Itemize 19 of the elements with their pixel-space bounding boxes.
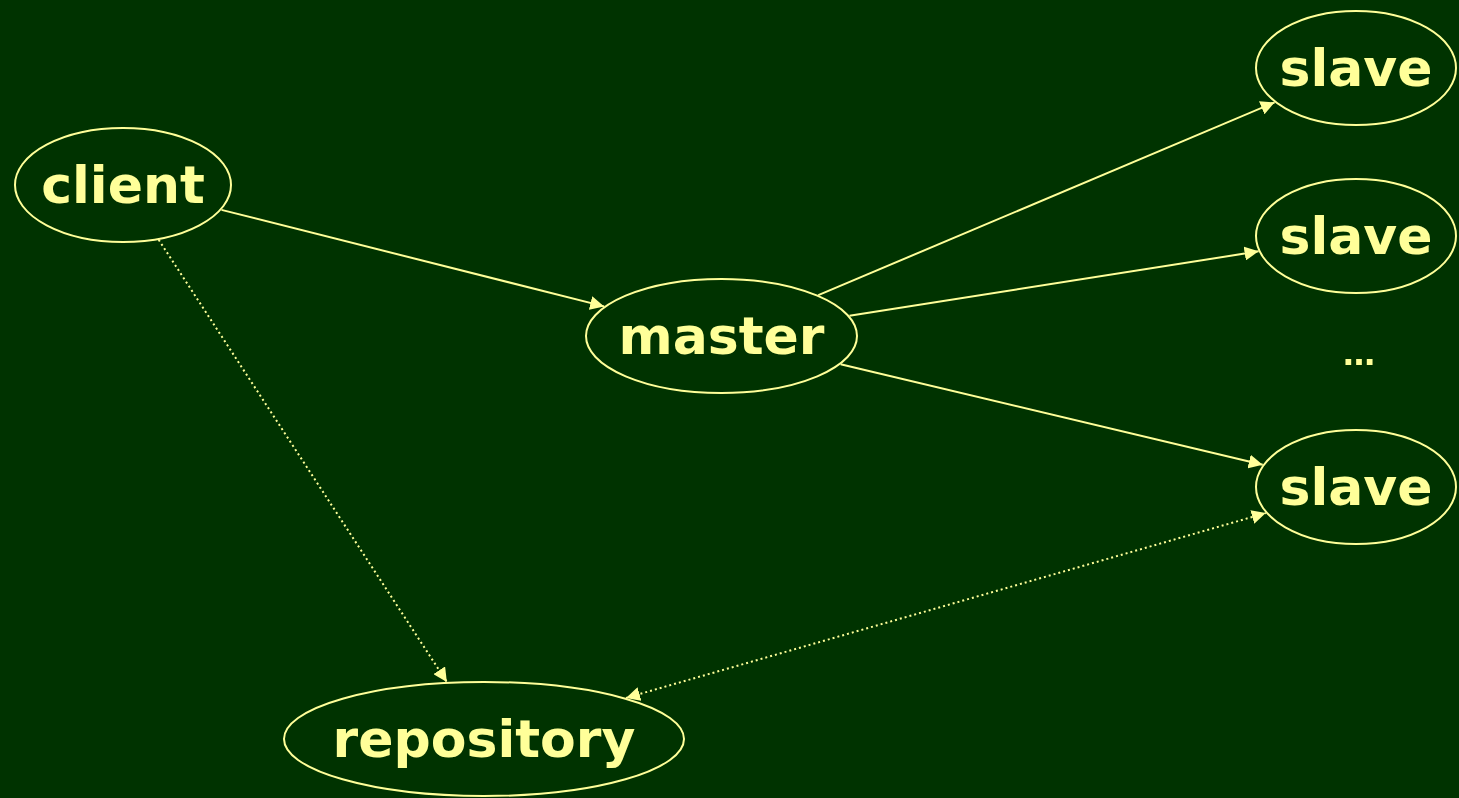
arrow: [848, 246, 1260, 317]
ellipse-node: [1255, 178, 1457, 294]
node-label: master: [618, 306, 825, 366]
ellipse-node: [1255, 429, 1457, 545]
arrow: [839, 363, 1264, 469]
arrow: [817, 101, 1276, 297]
ellipse-node: [1255, 10, 1457, 126]
ellipse-node: [283, 681, 685, 797]
ellipse-node: [14, 127, 232, 243]
node-label: slave: [1279, 206, 1433, 266]
node-label: slave: [1279, 457, 1433, 517]
node-label: client: [41, 155, 205, 215]
ellipse-node: [585, 278, 858, 394]
ellipsis-label: …: [1343, 335, 1375, 373]
arrow: [157, 238, 448, 683]
arrow: [220, 208, 606, 310]
node-label: slave: [1279, 38, 1433, 98]
node-label: repository: [332, 709, 636, 769]
arrow: [625, 510, 1267, 701]
